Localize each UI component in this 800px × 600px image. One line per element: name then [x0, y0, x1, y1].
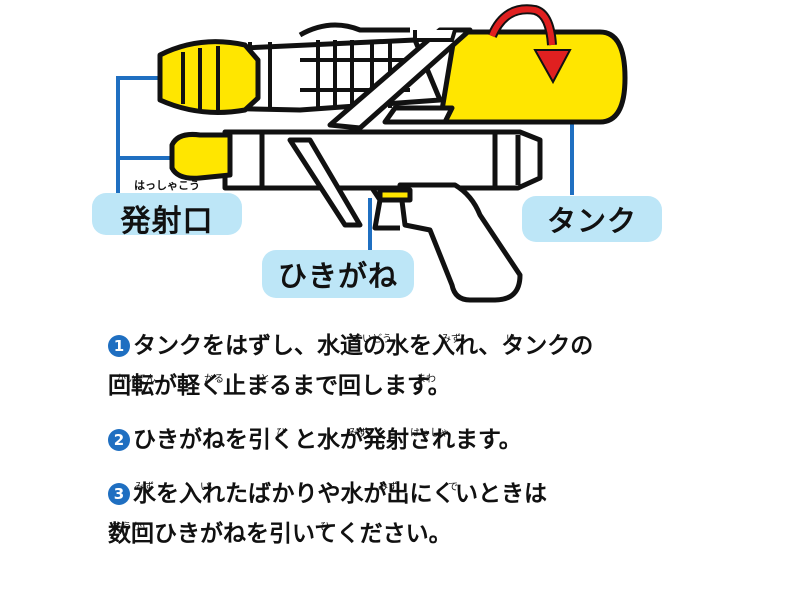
- furigana: みず: [441, 334, 461, 345]
- trigger-label: ひきがね: [262, 250, 414, 298]
- nozzle-label-bg: [92, 193, 242, 235]
- furigana: で: [448, 482, 458, 493]
- furigana: と: [260, 374, 270, 385]
- step-3-line-2: 数回ひきがねを引いてください。 すうかい ひ: [108, 518, 788, 550]
- nozzle-label-furigana: はっしゃこう: [134, 179, 200, 192]
- step-1-text-2: 回転が軽く止まるまで回します。: [108, 373, 451, 399]
- furigana: かる: [204, 374, 224, 385]
- step-1-number: 1: [108, 335, 130, 357]
- furigana: みず: [134, 482, 154, 493]
- gun-frame: [197, 22, 543, 303]
- furigana: はっしゃ: [410, 428, 450, 439]
- step-1-line-2: 回転が軽く止まるまで回します。 かいてん かる と まわ: [108, 370, 788, 402]
- furigana: い: [200, 482, 210, 493]
- furigana: すいどう: [352, 334, 392, 345]
- tank-label-text: タンク: [546, 204, 637, 238]
- furigana: すうかい: [112, 522, 152, 533]
- trigger-label-text: ひきがね: [277, 259, 398, 293]
- step-2-number: 2: [108, 429, 130, 451]
- furigana: い: [506, 334, 516, 345]
- furigana: みず: [348, 428, 368, 439]
- nozzle: [157, 39, 413, 203]
- step-3-text-2: 数回ひきがねを引いてください。: [108, 521, 452, 547]
- water-gun-illustration: [116, 4, 628, 303]
- step-2-text-1: ひきがねを引くと水が発射されます。: [133, 427, 522, 453]
- step-3-number: 3: [108, 483, 130, 505]
- furigana: ひ: [320, 522, 330, 533]
- nozzle-label-text: 発射口: [120, 204, 214, 239]
- tank-label: タンク: [522, 196, 662, 242]
- step-3-text-1: 水を入れたばかりや水が出にくいときは: [133, 481, 547, 507]
- furigana: ひ: [276, 428, 286, 439]
- step-1-text-1: タンクをはずし、水道の水を入れ、タンクの: [133, 333, 594, 359]
- furigana: みず: [378, 482, 398, 493]
- rotate-arrow-icon: [487, 4, 572, 85]
- furigana: かいてん: [116, 374, 156, 385]
- tank-body: [437, 29, 628, 125]
- furigana: まわ: [416, 374, 436, 385]
